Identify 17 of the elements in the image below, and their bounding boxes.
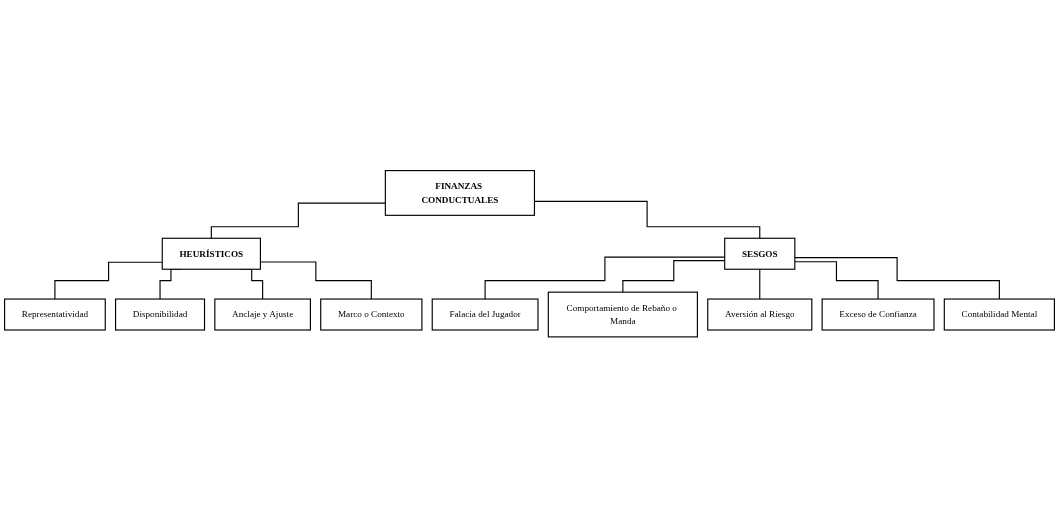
node-box: Exceso de Confianza <box>821 298 935 331</box>
node-box: HEURÍSTICOS <box>161 237 261 270</box>
node-box: Marco o Contexto <box>320 298 423 331</box>
node-box: Aversión al Riesgo <box>707 298 813 331</box>
connector <box>794 256 1000 300</box>
connector <box>54 261 163 300</box>
node-box: Falacia del Jugador <box>431 298 539 331</box>
connector <box>759 268 761 300</box>
node-box: SESGOS <box>724 237 796 270</box>
node-box: Anclaje y Ajuste <box>214 298 311 331</box>
node-box: Representatividad <box>4 298 106 331</box>
node-box: Comportamiento de Rebaño o Manda <box>547 291 698 338</box>
node-box: Contabilidad Mental <box>943 298 1055 331</box>
connector <box>210 202 386 239</box>
node-box: FINANZAS CONDUCTUALES <box>384 169 536 216</box>
connector <box>794 260 879 300</box>
node-box: Disponibilidad <box>115 298 206 331</box>
